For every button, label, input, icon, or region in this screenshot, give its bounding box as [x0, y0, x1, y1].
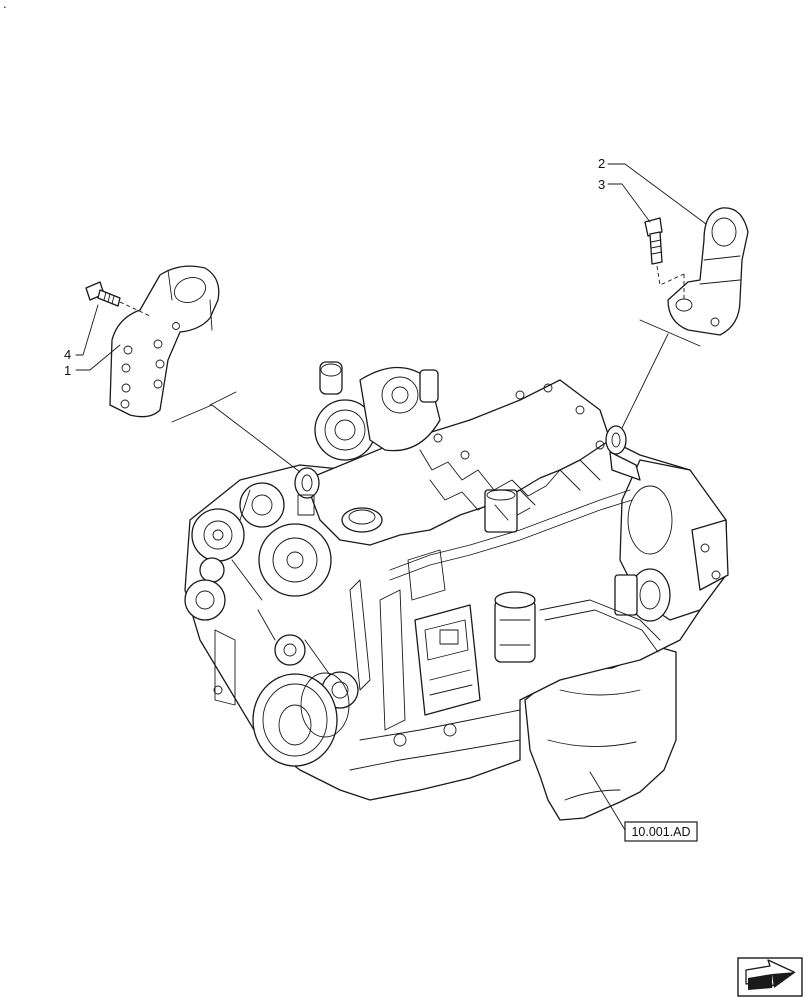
front-lifting-eye-installed	[294, 467, 320, 516]
callout-3: 3	[598, 177, 605, 192]
callout-4: 4	[64, 347, 71, 362]
ecu-module	[414, 604, 481, 716]
fuel-filter	[484, 489, 536, 663]
front-lifting-bracket	[109, 265, 220, 418]
callout-2: 2	[598, 156, 605, 171]
callout-1: 1	[64, 363, 71, 378]
front-bracket-bolt	[85, 281, 151, 317]
rear-lifting-eye-installed	[605, 425, 641, 481]
reference-link-label[interactable]: 10.001.AD	[631, 825, 690, 839]
rear-bracket-bolt	[644, 217, 685, 300]
turbocharger	[314, 361, 441, 461]
fuel-pump	[614, 568, 671, 622]
rear-lifting-bracket	[667, 207, 749, 336]
reference-link-box[interactable]: 10.001.AD	[624, 821, 698, 842]
leader-lines	[75, 163, 707, 831]
engine-assembly	[184, 361, 729, 821]
corner-mark: .	[3, 0, 7, 11]
arrow-right-icon[interactable]	[737, 957, 803, 997]
front-pulleys	[184, 482, 359, 767]
